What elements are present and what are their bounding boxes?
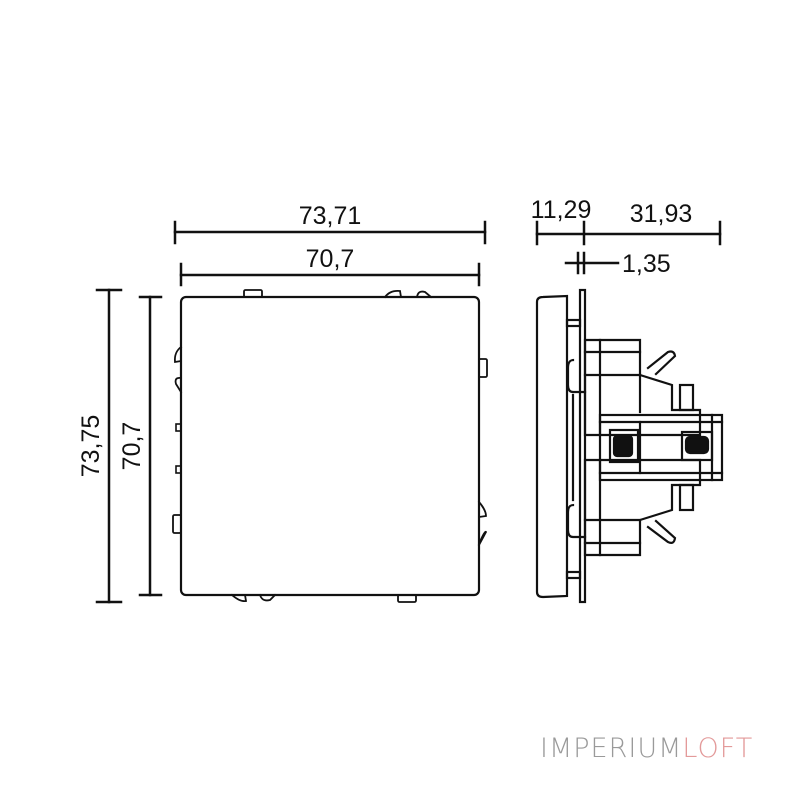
label-width-outer: 73,71: [299, 202, 362, 230]
dim-width-inner: [179, 262, 481, 287]
label-width-inner: 70,7: [306, 245, 355, 273]
label-height-outer: 73,75: [77, 415, 105, 478]
dim-width-outer: [173, 220, 487, 245]
side-view-body: [535, 288, 724, 604]
logo-part-loft: LOFT: [682, 733, 754, 764]
dim-height-outer: [95, 288, 123, 604]
label-depth-front: 11,29: [531, 196, 592, 224]
label-depth-back: 31,93: [630, 200, 693, 228]
label-plate-thickness: 1,35: [622, 250, 671, 278]
front-plate: [172, 289, 488, 603]
dim-plate-thickness: [564, 251, 620, 275]
dim-side-depth: [535, 220, 722, 246]
label-height-inner: 70,7: [118, 422, 146, 471]
logo-part-imperium: IMPERIUM: [540, 733, 683, 764]
dim-height-inner: [138, 295, 163, 597]
brand-logo: IMPERIUMLOFT: [540, 733, 753, 764]
